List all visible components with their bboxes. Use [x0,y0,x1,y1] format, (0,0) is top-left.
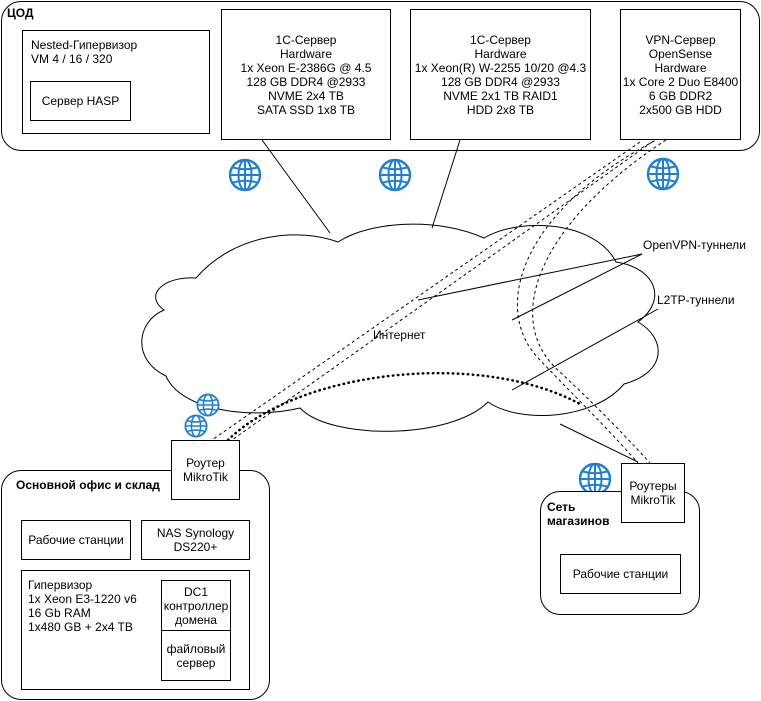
l2tp-pointer [511,308,659,391]
link-server2-internet [431,139,461,229]
nas-line-1: NAS Synology [156,526,235,540]
server2-line-5: NVME 2x1 TB RAID1 [443,88,558,103]
fileserver-line-2: сервер [176,655,216,670]
internet-label: Интернет [373,328,426,342]
dc-hypervisor-line-1: Nested-Гипервизор [31,38,138,52]
server1-box: 1С-Сервер Hardware 1x Xeon E-2386G @ 4.5… [221,9,391,140]
server2-line-4: 128 GB DDR4 @2933 [441,74,560,89]
vpn-line-1: VPN-Сервер [645,32,716,47]
stores-workstations-box: Рабочие станции [560,554,681,594]
vpn-line-5: 6 GB DDR2 [648,88,713,103]
server1-line-3: 1x Xeon E-2386G @ 4.5 [240,60,372,75]
vpn-line-4: 1x Core 2 Duo E8400 [622,74,739,89]
stores-title: Сеть магазинов [547,500,610,528]
globe-icon [184,414,208,438]
tunnel-vpn-stores-1 [517,137,661,464]
vpn-line-6: 2x500 GB HDD [639,102,722,117]
dc-title: ЦОД [7,6,34,20]
globe-icon [228,158,262,192]
office-router-line-2: MikroTik [183,470,228,484]
dc1-line-2: контроллер [163,598,229,613]
server1-line-2: Hardware [279,46,333,61]
server2-box: 1С-Сервер Hardware 1x Xeon(R) W-2255 10/… [410,9,591,140]
vpn-line-3: Hardware [654,60,707,75]
stores-routers-box[interactable]: Роутеры MikroTik [621,463,685,523]
stores-workstations-label: Рабочие станции [572,567,669,581]
server2-line-6: HDD 2x8 TB [466,102,535,117]
nas-line-2: DS220+ [173,540,218,554]
globe-icon [378,158,412,192]
internet-cloud [141,223,659,432]
office-title: Основной офис и склад [16,478,160,492]
tunnel-vpn-office-1 [211,141,641,441]
vpn-line-2: OpenSense [648,46,713,61]
office-hypervisor-line-4: 1x480 GB + 2x4 TB [28,620,133,634]
server2-line-2: Hardware [474,46,527,61]
office-workstations-label: Рабочие станции [28,533,124,547]
nas-box: NAS Synology DS220+ [141,520,250,560]
stores-routers-line-1: Роутеры [629,479,677,493]
tunnel-vpn-office-2 [231,141,653,441]
dc1-line-1: DC1 [183,584,208,599]
l2tp-label: L2TP-туннели [657,293,735,307]
stores-title-line-1: Сеть [547,500,576,514]
server1-line-1: 1С-Сервер [275,32,337,47]
stores-title-line-2: магазинов [547,514,610,528]
fileserver-box: файловый сервер [161,630,231,681]
fileserver-line-1: файловый [166,641,226,656]
server2-line-1: 1С-Сервер [470,32,531,47]
office-hypervisor-line-1: Гипервизор [28,578,93,592]
office-router-line-1: Роутер [186,456,225,470]
l2tp-arc [226,371,582,442]
server1-line-4: 128 GB DDR4 @2933 [246,74,366,89]
openvpn-pointer-2 [511,253,643,321]
dc-hypervisor-line-2: VM 4 / 16 / 320 [31,52,113,66]
dc1-line-3: домена [175,612,217,627]
globe-icon [196,393,220,417]
office-workstations-box: Рабочие станции [21,520,131,560]
server1-line-6: SATA SSD 1x8 TB [256,102,356,117]
globe-icon [646,157,680,191]
vpn-server-box: VPN-Сервер OpenSense Hardware 1x Core 2 … [620,9,741,140]
dc-container [1,1,760,151]
server2-line-3: 1x Xeon(R) W-2255 10/20 @4.3 [414,60,587,75]
hasp-server-box: Сервер HASP [30,81,131,121]
openvpn-label: OpenVPN-туннели [643,238,746,252]
stores-routers-line-2: MikroTik [630,493,676,507]
tunnel-vpn-stores-2 [532,139,667,464]
server1-line-5: NVME 2x4 TB [268,88,344,103]
hasp-server-label: Сервер HASP [41,94,120,108]
openvpn-pointer-1 [417,253,643,301]
office-router-box[interactable]: Роутер MikroTik [171,440,240,500]
office-hypervisor-line-2: 1x Xeon E3-1220 v6 [28,592,137,606]
link-server1-internet [261,139,331,234]
dc1-box: DC1 контроллер домена [161,580,231,631]
office-hypervisor-line-3: 16 Gb RAM [28,606,91,620]
link-stores-internet [559,423,639,463]
